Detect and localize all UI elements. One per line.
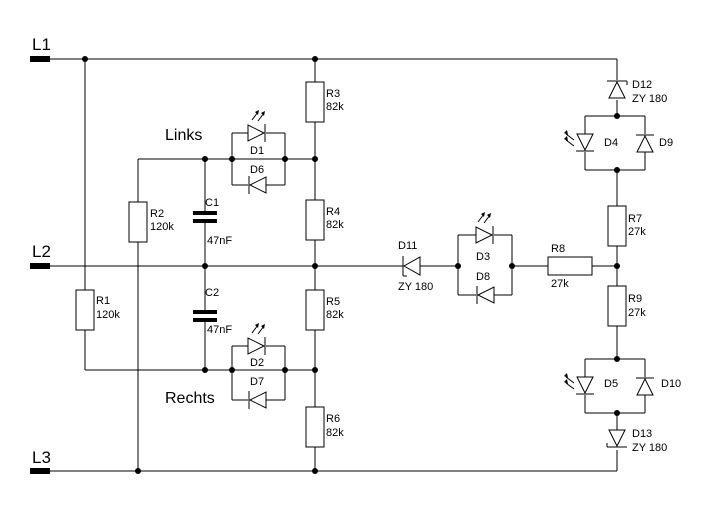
resistor-r7	[607, 205, 627, 247]
r4-name: R4	[326, 206, 340, 218]
zener-d12	[607, 80, 628, 99]
d13-value: ZY 180	[632, 442, 667, 454]
d12-value: ZY 180	[632, 93, 667, 105]
r9-value: 27k	[628, 307, 646, 319]
terminal-l2	[30, 263, 50, 269]
diode-d9	[636, 134, 654, 153]
resistor-r8	[547, 256, 593, 276]
zener-d13	[606, 429, 627, 448]
resistor-r9	[607, 285, 627, 327]
d8-name: D8	[476, 271, 490, 283]
zener-d11	[394, 256, 421, 277]
d12-name: D12	[632, 79, 652, 91]
d11-name: D11	[398, 240, 417, 252]
side-label-links: Links	[165, 127, 202, 144]
c2-name: C2	[205, 287, 219, 299]
d9-name: D9	[659, 137, 673, 149]
resistor-r6	[305, 406, 325, 448]
d7-name: D7	[250, 376, 264, 388]
r8-value: 27k	[551, 278, 569, 290]
d5-name: D5	[604, 378, 618, 390]
r3-value: 82k	[326, 101, 344, 113]
r3-name: R3	[326, 88, 340, 100]
r6-name: R6	[326, 413, 340, 425]
resistor-r3	[305, 81, 325, 123]
r7-value: 27k	[628, 226, 646, 238]
rail-label-l2: L2	[32, 242, 51, 261]
r2-value: 120k	[150, 221, 174, 233]
diode-d8	[476, 286, 495, 304]
terminal-l1	[30, 56, 50, 62]
rail-label-l3: L3	[32, 448, 51, 467]
d1-name: D1	[250, 145, 264, 157]
led-d2	[247, 323, 266, 355]
r1-name: R1	[96, 295, 110, 307]
r8-name: R8	[551, 243, 565, 255]
led-d4	[564, 130, 594, 152]
r5-value: 82k	[326, 309, 344, 321]
resistor-r4	[305, 199, 325, 241]
r7-name: R7	[628, 213, 642, 225]
r9-name: R9	[628, 293, 642, 305]
diode-d10	[636, 377, 654, 396]
resistor-r5	[305, 289, 325, 331]
d4-name: D4	[604, 137, 618, 149]
led-d5	[564, 373, 594, 395]
r1-value: 120k	[96, 309, 120, 321]
led-d3	[475, 212, 494, 244]
c1-name: C1	[205, 197, 219, 209]
d6-name: D6	[250, 164, 264, 176]
d13-name: D13	[632, 428, 652, 440]
junctions	[82, 56, 620, 474]
d11-value: ZY 180	[398, 281, 433, 293]
c2-value: 47nF	[207, 324, 232, 336]
led-d1	[247, 110, 266, 142]
terminal-l3	[30, 468, 50, 474]
diode-d6	[248, 176, 267, 194]
r2-name: R2	[150, 208, 164, 220]
side-label-rechts: Rechts	[165, 390, 215, 407]
resistor-r1	[75, 289, 95, 331]
r5-name: R5	[326, 296, 340, 308]
r4-value: 82k	[326, 219, 344, 231]
diode-d7	[248, 391, 267, 409]
capacitor-c1	[193, 211, 217, 223]
d3-name: D3	[476, 251, 490, 263]
d10-name: D10	[661, 378, 681, 390]
d2-name: D2	[250, 357, 264, 369]
rail-label-l1: L1	[32, 35, 51, 54]
resistor-r2	[128, 201, 148, 243]
c1-value: 47nF	[207, 235, 232, 247]
r6-value: 82k	[326, 427, 344, 439]
capacitor-c2	[193, 310, 217, 322]
